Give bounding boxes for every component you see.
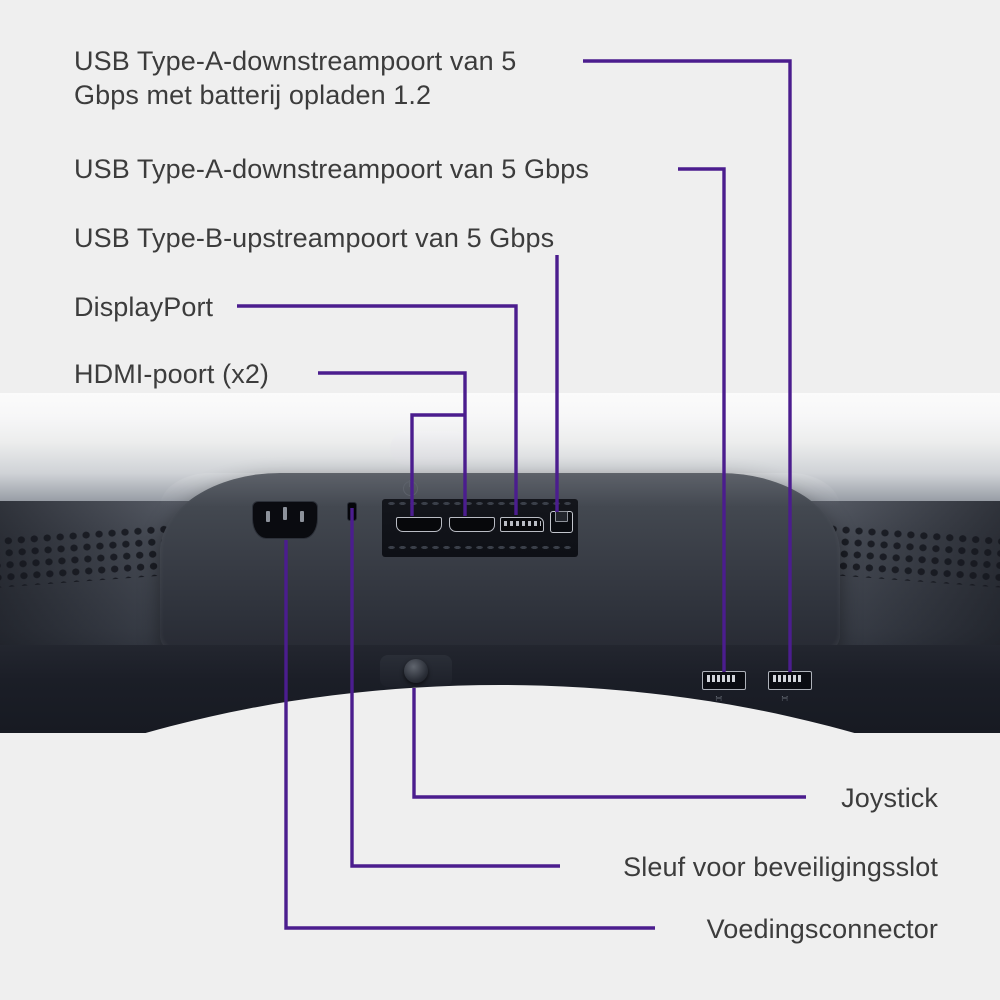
hdmi-port-2[interactable] (449, 517, 495, 532)
power-pin-left (266, 511, 270, 522)
usb-a-contact-bar (707, 675, 737, 682)
power-pin-center (283, 507, 287, 520)
io-port-cluster (382, 499, 578, 557)
security-lock-slot[interactable] (348, 503, 356, 520)
stand-neck (390, 431, 470, 465)
usb-type-a-downstream-port-bc[interactable] (702, 671, 746, 690)
usb-type-b-upstream-port[interactable] (550, 511, 573, 533)
callout-label-joystick: Joystick (841, 783, 938, 813)
usb-b-inner-shape (555, 511, 568, 522)
monitor-photo: ∺ ∺ (0, 393, 1000, 733)
io-screw-dots-top (386, 501, 574, 506)
joystick-control[interactable] (404, 659, 428, 683)
displayport-contacts (504, 521, 541, 526)
power-icon (403, 480, 418, 496)
power-pin-right (300, 511, 304, 522)
callout-label-usb-a: USB Type-A-downstreampoort van 5 Gbps (74, 154, 589, 184)
displayport-port[interactable] (500, 517, 544, 532)
usb-trident-icon: ∺ (781, 693, 789, 703)
io-screw-dots-bottom (386, 545, 574, 550)
usb-type-a-downstream-port[interactable] (768, 671, 812, 690)
callout-label-security-slot: Sleuf voor beveiligingsslot (623, 852, 938, 882)
hdmi-port-1[interactable] (396, 517, 442, 532)
callout-label-usb-a-bc: USB Type-A-downstreampoort van 5 Gbps me… (74, 46, 517, 110)
callout-label-power-connector: Voedingsconnector (706, 914, 938, 944)
power-connector-port[interactable] (252, 501, 318, 539)
usb-a-contact-bar (773, 675, 803, 682)
callout-label-hdmi: HDMI-poort (x2) (74, 359, 270, 389)
callout-label-usb-b: USB Type-B-upstreampoort van 5 Gbps (74, 223, 555, 253)
callout-label-displayport: DisplayPort (74, 292, 214, 322)
